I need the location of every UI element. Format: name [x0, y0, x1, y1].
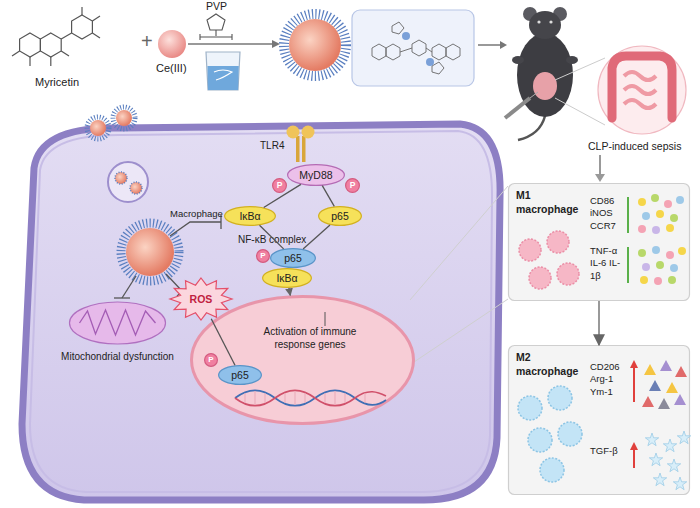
phosphate-circle: P	[272, 178, 287, 193]
pathway-link	[260, 225, 284, 249]
cerium-sphere	[158, 30, 186, 58]
node-text: CD86 iNOS CCR7	[590, 195, 630, 232]
node-label: P	[260, 251, 265, 260]
text-holder: P	[256, 249, 270, 263]
protein-oval: IκBα	[224, 206, 276, 226]
pathway-link	[264, 184, 301, 207]
text-holder: p65	[318, 206, 362, 226]
node-label: ROS	[190, 293, 213, 305]
text-holder: p65	[270, 248, 316, 268]
phosphate-circle: P	[204, 353, 218, 367]
node-label: P	[350, 181, 356, 191]
text-label: PVP	[206, 0, 227, 12]
phosphate-circle: P	[256, 249, 270, 263]
pathway-link	[211, 319, 235, 366]
protein-oval: IκBα	[262, 268, 312, 288]
m2-cells	[518, 386, 582, 482]
protein-oval: p65	[218, 365, 262, 385]
text-label: Myricetin	[35, 76, 79, 88]
zoom-structure	[352, 10, 474, 86]
text-holder: IκBα	[262, 268, 312, 288]
intestine-zoom	[555, 46, 686, 134]
pathway-link	[322, 186, 334, 207]
ros-burst: ROS	[170, 278, 232, 320]
text-label: CLP-induced sepsis	[588, 140, 681, 152]
macrophage-cell	[22, 124, 500, 500]
text-label: +	[141, 30, 153, 53]
synthesis-arrow	[188, 43, 272, 45]
text-holder: IκBα	[224, 206, 276, 226]
node-heading: M2 macrophage	[516, 351, 578, 378]
node-heading: M1 macrophage	[516, 189, 578, 216]
m1-cells	[519, 231, 579, 289]
protein-oval: p65	[318, 206, 362, 226]
node-label: p65	[231, 369, 249, 381]
pathway-link	[303, 225, 330, 249]
arrow-line	[478, 44, 500, 46]
node-label: IκBα	[239, 210, 260, 222]
pathway-link	[289, 288, 290, 295]
m2-marker-bars	[630, 360, 638, 468]
m2-marker-triangles	[642, 360, 687, 409]
phosphate-circle: P	[345, 178, 360, 193]
endocytic-vesicle	[108, 162, 148, 202]
arrow-head	[595, 174, 605, 182]
zoom-line	[410, 186, 508, 300]
text-label: TLR4	[260, 140, 284, 151]
text-holder: P	[204, 353, 218, 367]
node-label: p65	[284, 252, 302, 264]
tlr4-receptor	[287, 126, 315, 163]
beaker	[206, 52, 240, 90]
nanoparticle	[87, 107, 135, 139]
nanoparticle	[121, 223, 179, 281]
node-text: TGF-β	[590, 445, 632, 457]
nucleus: Activation of immune response genesPp65	[190, 295, 415, 425]
m1-marker-bars	[627, 197, 629, 283]
myricetin-structure	[12, 7, 100, 66]
nanoparticle	[284, 14, 346, 76]
text-holder: ROS	[170, 278, 232, 320]
text-label: Macrophage	[170, 208, 223, 219]
adaptor-protein: MyD88	[287, 164, 345, 186]
zoom-line	[414, 299, 508, 362]
arrow-line	[599, 155, 601, 175]
mitochondrion: Mitochondrial dysfunction	[60, 300, 175, 376]
cell-membrane	[30, 131, 492, 492]
node-label: MyD88	[299, 169, 332, 181]
text-label: NF-κB complex	[238, 234, 306, 245]
node-label: P	[277, 181, 283, 191]
pvp-structure	[200, 14, 232, 40]
m2-panel: M2 macrophage CD206 Arg-1 Ym-1TGF-β	[508, 345, 690, 495]
node-label: P	[208, 355, 213, 364]
text-holder: P	[345, 178, 360, 193]
text-holder: p65	[218, 365, 262, 385]
arrow-head	[272, 40, 280, 48]
node-label: IκBα	[276, 272, 297, 284]
text-holder: MyD88	[287, 164, 345, 186]
node-heading: Mitochondrial dysfunction	[60, 350, 175, 363]
pathway-link	[598, 301, 600, 345]
protein-oval: p65	[270, 248, 316, 268]
text-label: Ce(III)	[156, 62, 187, 74]
node-text: CD206 Arg-1 Ym-1	[590, 361, 632, 398]
dna-helix	[235, 391, 386, 406]
arrow-head	[500, 41, 507, 49]
node-outline	[190, 295, 415, 425]
node-text: TNF-α IL-6 IL-1β	[590, 245, 630, 282]
m1-panel: M1 macrophage CD86 iNOS CCR7TNF-α IL-6 IL…	[508, 183, 690, 301]
m1-marker-dots	[638, 194, 686, 285]
m2-marker-stars	[645, 431, 690, 490]
node-outline	[60, 300, 175, 376]
node-label: p65	[331, 210, 349, 222]
text-holder: P	[272, 178, 287, 193]
node-heading: Activation of immune response genes	[250, 325, 370, 351]
mouse	[505, 7, 578, 140]
activation-tick	[325, 312, 326, 326]
